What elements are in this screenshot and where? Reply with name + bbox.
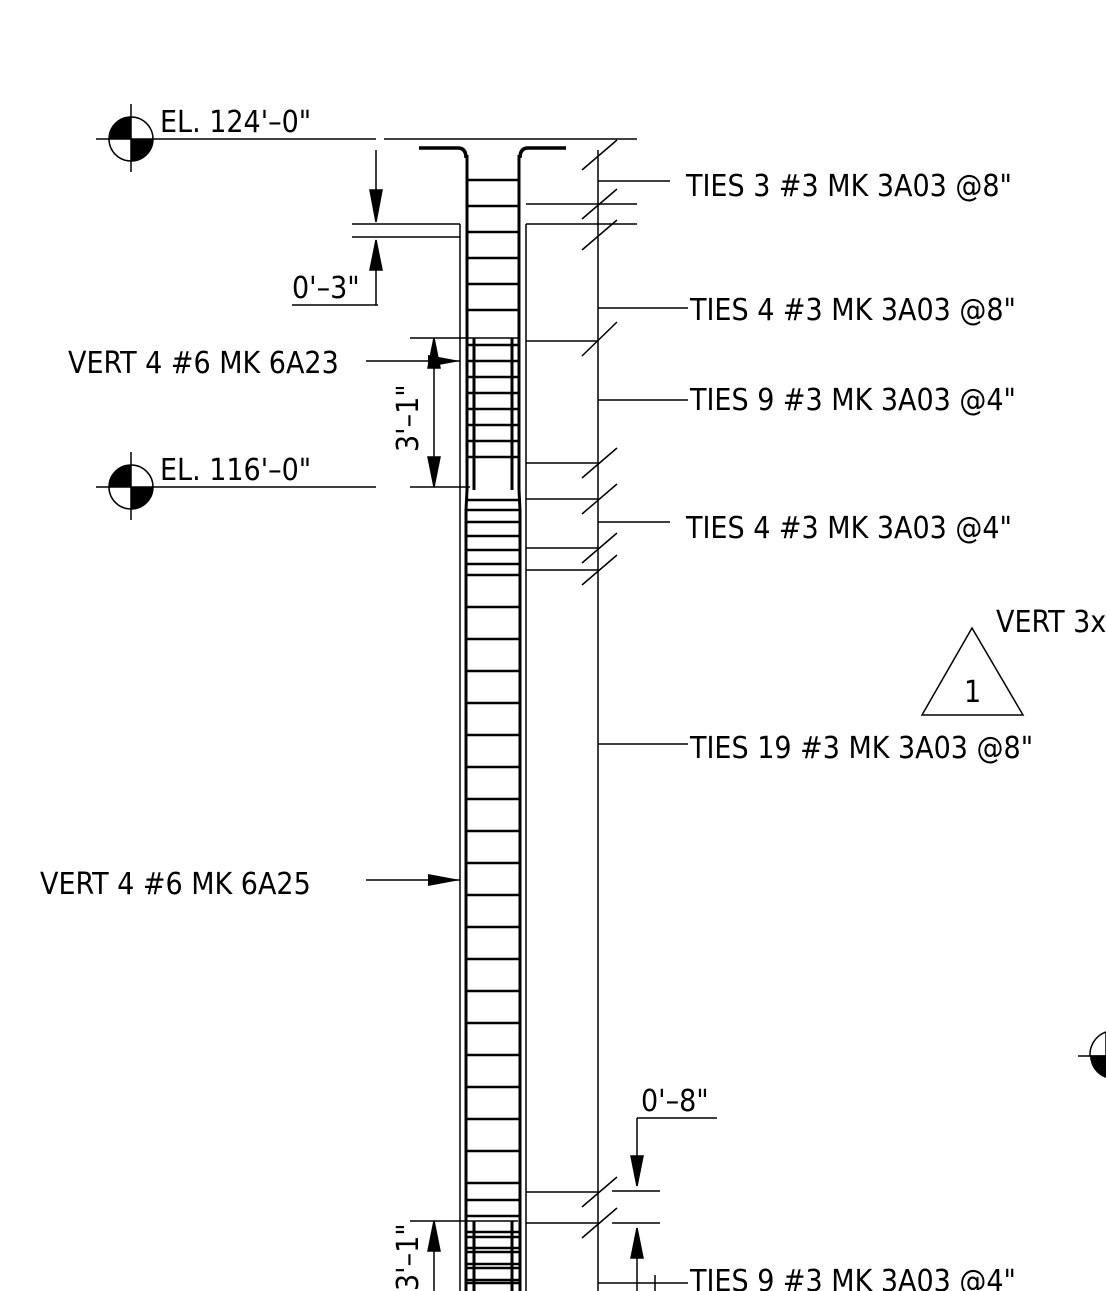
tie-callout-5: TIES 19 #3 MK 3A03 @8" — [689, 731, 1033, 766]
tie-callout-4: TIES 4 #3 MK 3A03 @4" — [685, 511, 1012, 546]
elevation-marker-top: EL. 124'–0" — [96, 104, 376, 172]
dimension-lower-lap — [410, 1220, 518, 1291]
lower-vertical-bars — [464, 489, 522, 1291]
elevation-label-top: EL. 124'–0" — [160, 105, 311, 140]
tie-callout-6: TIES 9 #3 MK 3A03 @4" — [689, 1264, 1016, 1291]
elevation-marker-mid: EL. 116'–0" — [96, 452, 376, 520]
tie-group — [466, 178, 520, 1285]
vert-callout-2: VERT 4 #6 MK 6A25 — [40, 867, 311, 902]
section-marker-triangle: 1 — [920, 626, 1025, 716]
vert-callout-1: VERT 4 #6 MK 6A23 — [68, 346, 339, 381]
dimension-top-offset — [292, 150, 383, 306]
elevation-marker-edge — [1078, 1031, 1106, 1078]
tie-slash-marks — [526, 139, 637, 1239]
vert-callout-leaders — [366, 355, 460, 886]
vert-callout-3: VERT 3x( — [996, 605, 1106, 640]
tie-callout-3: TIES 9 #3 MK 3A03 @4" — [689, 383, 1016, 418]
dimension-lower-lap-label: 3'–1" — [391, 1223, 426, 1291]
tie-callout-leaders — [598, 180, 688, 1291]
section-marker-number: 1 — [964, 675, 981, 710]
dimension-lap-length-label: 3'–1" — [391, 384, 426, 452]
dimension-bottom-offset-label: 0'–8" — [641, 1084, 709, 1119]
tie-callout-2: TIES 4 #3 MK 3A03 @8" — [689, 293, 1016, 328]
dimension-bottom-offset — [612, 1117, 717, 1291]
tie-callout-1: TIES 3 #3 MK 3A03 @8" — [685, 169, 1012, 204]
dimension-top-offset-label: 0'–3" — [292, 271, 360, 306]
elevation-label-mid: EL. 116'–0" — [160, 453, 311, 488]
vertical-rebar-group — [464, 155, 522, 1291]
